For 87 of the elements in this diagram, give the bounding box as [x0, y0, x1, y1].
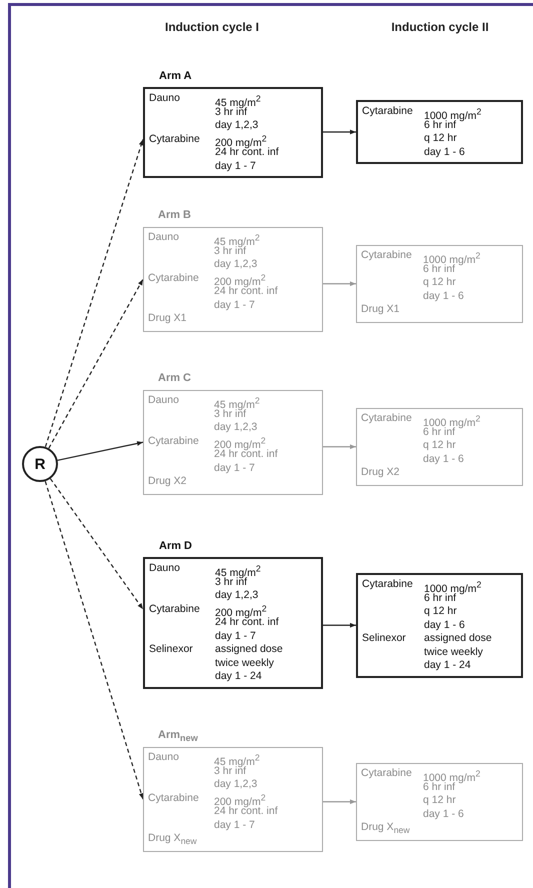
- arrow: [50, 478, 144, 610]
- dose-text: day 1 - 7: [214, 462, 255, 475]
- dose-text: twice weekly: [424, 646, 483, 659]
- dose-text: twice weekly: [215, 656, 274, 670]
- dose-text: day 1 - 6: [423, 290, 464, 303]
- drug-name: Cytarabine: [148, 792, 200, 805]
- dose-text: q 12 hr: [423, 439, 456, 452]
- dose-text: 200 mg/m$^{2}$: [214, 792, 266, 805]
- arm-title: Arm B: [158, 209, 192, 221]
- arrow: [323, 799, 356, 804]
- dose-text: day 1 - 6: [424, 146, 465, 159]
- arm-title: Arm C: [158, 372, 192, 384]
- drug-name: Cytarabine: [149, 132, 201, 146]
- arm-title: Arm A: [159, 70, 192, 82]
- dose-text: day 1,2,3: [214, 778, 258, 792]
- dose-text: 6 hr inf: [423, 426, 456, 439]
- dose-text: day 1 - 24: [215, 670, 262, 684]
- dose-text: day 1,2,3: [214, 258, 258, 272]
- drug-name: Cytarabine: [362, 105, 414, 118]
- dose-text: 200 mg/m$^{2}$: [214, 272, 266, 285]
- drug-name: Drug X$_{new}$: [148, 832, 198, 846]
- dose-text: q 12 hr: [424, 132, 457, 146]
- dose-text: 200 mg/m$^{2}$: [215, 132, 267, 146]
- randomization-circle: R: [22, 446, 58, 482]
- dose-text: assigned dose: [424, 632, 492, 646]
- cycle-two-box: [356, 408, 523, 486]
- drug-name: Dauno: [148, 394, 180, 408]
- dose-text: 6 hr inf: [423, 262, 456, 276]
- arrow: [44, 481, 144, 800]
- cycle-two-box: [356, 573, 523, 678]
- arrow: [44, 139, 144, 448]
- dose-text: q 12 hr: [423, 794, 456, 808]
- drug-name: Drug X2: [361, 466, 401, 480]
- drug-name: Drug X1: [361, 303, 401, 316]
- arrow: [323, 281, 356, 286]
- drug-name: Dauno: [149, 92, 181, 106]
- dose-text: day 1,2,3: [215, 589, 258, 602]
- arrow: [48, 278, 144, 449]
- dose-text: q 12 hr: [424, 605, 457, 618]
- dose-text: day 1 - 6: [423, 808, 464, 821]
- drug-name: Dauno: [149, 562, 181, 576]
- dose-text: 3 hr inf: [214, 408, 246, 421]
- arm-title: Arm D: [159, 540, 192, 552]
- dose-text: day 1 - 6: [424, 618, 465, 632]
- dose-text: day 1 - 7: [214, 818, 255, 832]
- dose-text: day 1 - 7: [215, 160, 256, 173]
- dose-text: q 12 hr: [423, 276, 456, 290]
- cycle-two-box: [356, 763, 523, 840]
- dose-text: 3 hr inf: [214, 244, 246, 258]
- dose-text: 3 hr inf: [215, 106, 248, 119]
- dose-text: day 1 - 7: [215, 630, 256, 643]
- dose-text: 3 hr inf: [214, 764, 246, 778]
- dose-text: 200 mg/m$^{2}$: [215, 602, 267, 616]
- column-heading: Induction cycle I: [164, 20, 260, 34]
- drug-name: Cytarabine: [148, 434, 200, 448]
- dose-text: 6 hr inf: [423, 780, 456, 794]
- drug-name: Cytarabine: [362, 578, 414, 592]
- dose-text: 6 hr inf: [424, 118, 456, 132]
- dose-text: day 1,2,3: [215, 119, 258, 132]
- dose-text: 3 hr inf: [215, 576, 248, 589]
- cycle-two-box: [356, 245, 523, 322]
- dose-text: day 1,2,3: [214, 421, 258, 434]
- dose-text: 200 mg/m$^{2}$: [214, 434, 266, 448]
- column-heading: Induction cycle II: [391, 20, 489, 34]
- drug-name: Dauno: [148, 751, 180, 764]
- dose-text: day 1 - 24: [424, 659, 471, 672]
- drug-name: Drug X$_{new}$: [361, 821, 411, 834]
- arrow: [323, 444, 356, 450]
- drug-name: Cytarabine: [148, 272, 200, 285]
- dose-text: assigned dose: [215, 643, 283, 656]
- drug-name: Cytarabine: [149, 602, 201, 616]
- dose-text: 6 hr inf: [424, 592, 456, 605]
- drug-name: Cytarabine: [361, 249, 413, 262]
- cycle-two-box: [356, 100, 523, 164]
- arrow: [57, 441, 144, 461]
- arrow: [323, 130, 356, 134]
- dose-text: day 1 - 6: [423, 452, 464, 466]
- drug-name: Cytarabine: [361, 767, 413, 780]
- drug-name: Dauno: [148, 231, 180, 244]
- drug-name: Cytarabine: [361, 412, 413, 426]
- arm-title: Arm$_{new}$: [158, 729, 198, 744]
- arrow: [323, 622, 356, 628]
- drug-name: Drug X1: [148, 312, 188, 326]
- drug-name: Selinexor: [149, 643, 194, 656]
- drug-name: Drug X2: [148, 475, 188, 488]
- dose-text: day 1 - 7: [214, 298, 255, 312]
- drug-name: Selinexor: [362, 632, 407, 646]
